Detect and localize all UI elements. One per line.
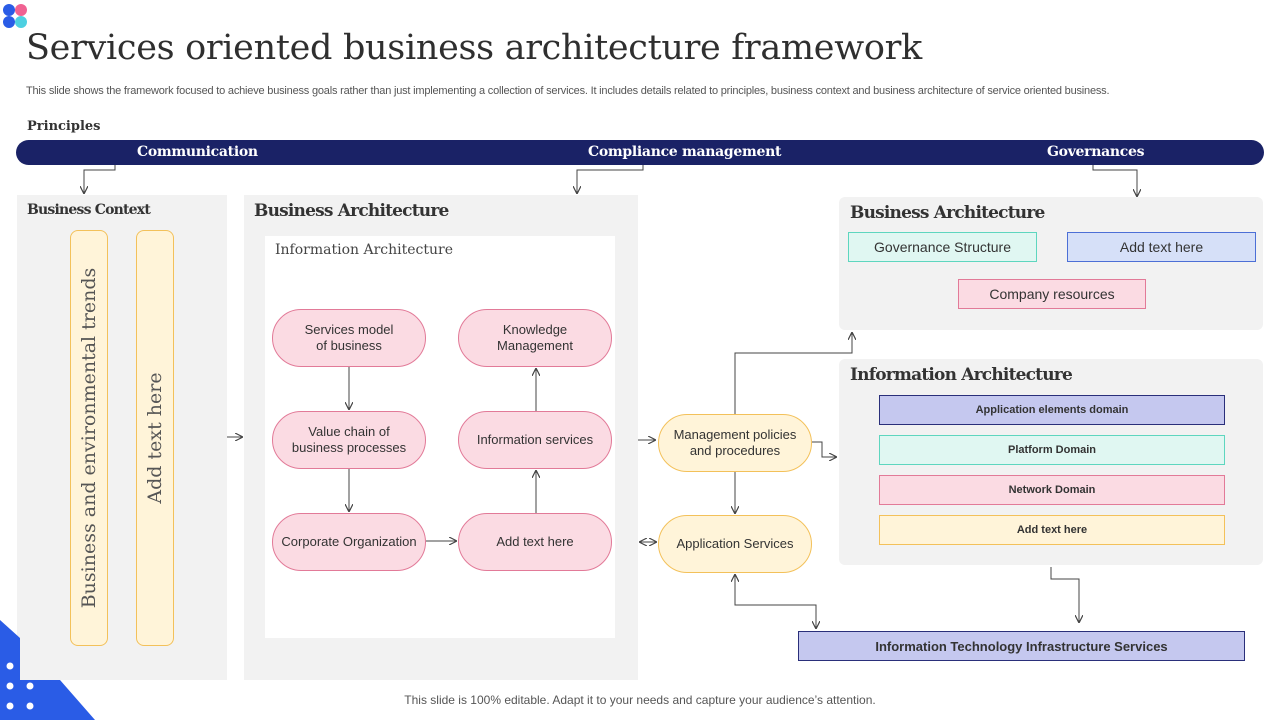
page-title: Services oriented business architecture … (26, 28, 922, 68)
it-infrastructure-box: Information Technology Infrastructure Se… (798, 631, 1245, 661)
arrow-it-to-app (735, 575, 816, 606)
principle-governances: Governances (1047, 144, 1145, 160)
information-services-node: Information services (458, 411, 612, 469)
arrow-ia-to-it (1050, 567, 1079, 622)
add-text-node: Add text here (458, 513, 612, 571)
ba-add-text-box: Add text here (1067, 232, 1256, 262)
arrow-governances (1092, 165, 1137, 196)
arrow-communication (84, 165, 116, 193)
principle-compliance-management: Compliance management (588, 144, 782, 160)
ia-add-text-box: Add text here (879, 515, 1225, 545)
business-architecture-panel-right: Business Architecture (839, 197, 1263, 330)
business-trends-label: Business and environmental trends (78, 267, 100, 609)
corporate-organization-node: Corporate Organization (272, 513, 426, 571)
context-add-text-label: Add text here (144, 372, 166, 504)
business-architecture-title-right: Business Architecture (850, 203, 1045, 223)
footer-note: This slide is 100% editable. Adapt it to… (404, 693, 876, 707)
arrow-mgmt-to-ia-right (812, 441, 836, 457)
arrow-mgmt-to-ba-right (734, 333, 852, 414)
governance-structure-box: Governance Structure (848, 232, 1037, 262)
network-domain-box: Network Domain (879, 475, 1225, 505)
company-resources-box: Company resources (958, 279, 1146, 309)
application-services-node: Application Services (658, 515, 812, 573)
principles-label: Principles (27, 119, 101, 134)
services-model-node: Services model of business (272, 309, 426, 367)
management-policies-node: Management policies and procedures (658, 414, 812, 472)
business-context-title: Business Context (27, 202, 151, 218)
application-elements-domain-box: Application elements domain (879, 395, 1225, 425)
logo-icon (2, 2, 28, 30)
page-subtitle: This slide shows the framework focused t… (26, 85, 1110, 97)
context-add-text-pill: Add text here (136, 230, 174, 646)
platform-domain-box: Platform Domain (879, 435, 1225, 465)
information-architecture-title-right: Information Architecture (850, 365, 1073, 385)
business-trends-pill: Business and environmental trends (70, 230, 108, 646)
value-chain-node: Value chain of business processes (272, 411, 426, 469)
arrow-compliance (577, 165, 644, 193)
business-context-panel: Business Context (17, 195, 227, 680)
arrow-app-to-it (750, 604, 816, 628)
principles-bar: Communication Compliance management Gove… (16, 140, 1264, 165)
principle-communication: Communication (137, 144, 258, 160)
business-architecture-title-left: Business Architecture (254, 201, 449, 221)
information-architecture-title-left: Information Architecture (275, 242, 453, 258)
corner-decoration (0, 620, 95, 720)
knowledge-management-node: Knowledge Management (458, 309, 612, 367)
